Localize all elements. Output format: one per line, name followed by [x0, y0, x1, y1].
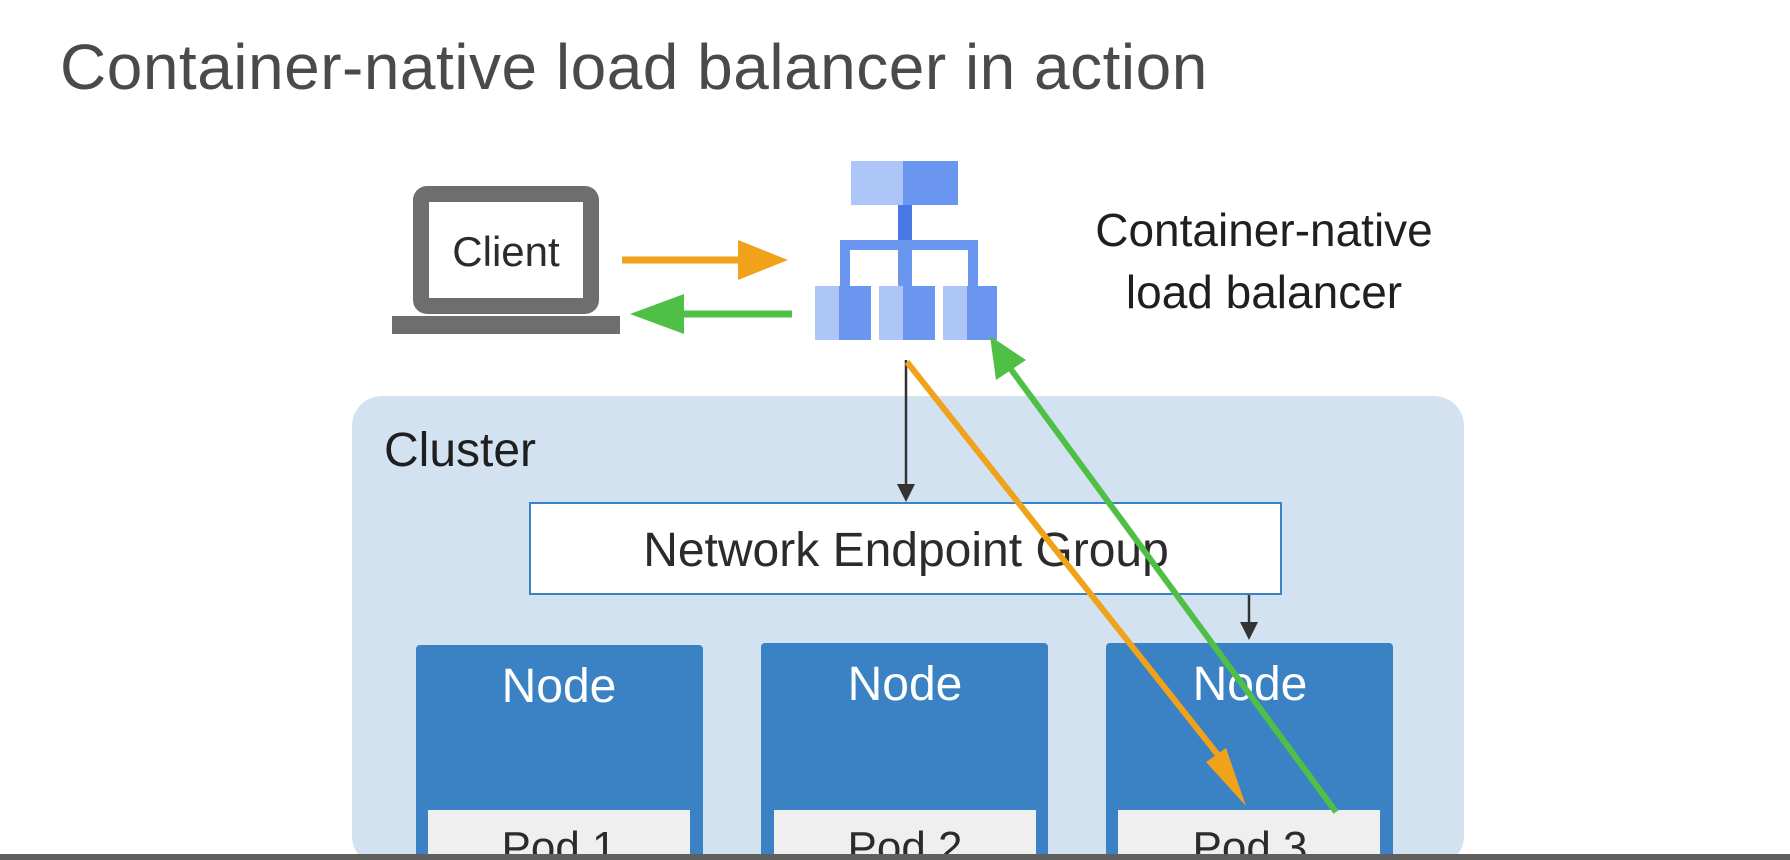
node-3-label: Node: [1193, 658, 1308, 711]
pod-3: [1118, 810, 1380, 860]
node-2-label: Node: [848, 658, 963, 711]
neg-box: [529, 502, 1282, 595]
pod-2: [774, 810, 1036, 860]
neg-to-node3-arrow: [1240, 595, 1258, 640]
cluster-label: Cluster: [384, 424, 536, 477]
node-1: Node Pod 1: [416, 645, 703, 860]
lb-label-line1: Container-native: [1095, 204, 1433, 256]
bottom-bar: [0, 854, 1790, 860]
client-label: Client: [452, 228, 560, 275]
node-2: Node Pod 2: [761, 643, 1048, 860]
response-arrow-lb-to-client: [630, 294, 792, 334]
pod-3-label: Pod 3: [1193, 823, 1308, 860]
pod-1: [428, 810, 690, 860]
laptop-icon: [392, 186, 620, 334]
pod-1-label: Pod 1: [502, 823, 617, 860]
lb-to-neg-arrow: [897, 360, 915, 502]
lb-label-line2: load balancer: [1126, 266, 1402, 318]
node-3: Node Pod 3: [1106, 643, 1393, 860]
node-1-label: Node: [502, 660, 617, 713]
request-arrow-client-to-lb: [622, 240, 788, 280]
neg-label: Network Endpoint Group: [643, 524, 1169, 577]
response-arrow-pod3-to-lb: [990, 336, 1339, 814]
request-arrow-lb-to-pod3: [904, 360, 1246, 806]
pod-2-label: Pod 2: [848, 823, 963, 860]
load-balancer-icon: [815, 161, 997, 340]
slide-title: Container-native load balancer in action: [60, 31, 1208, 103]
